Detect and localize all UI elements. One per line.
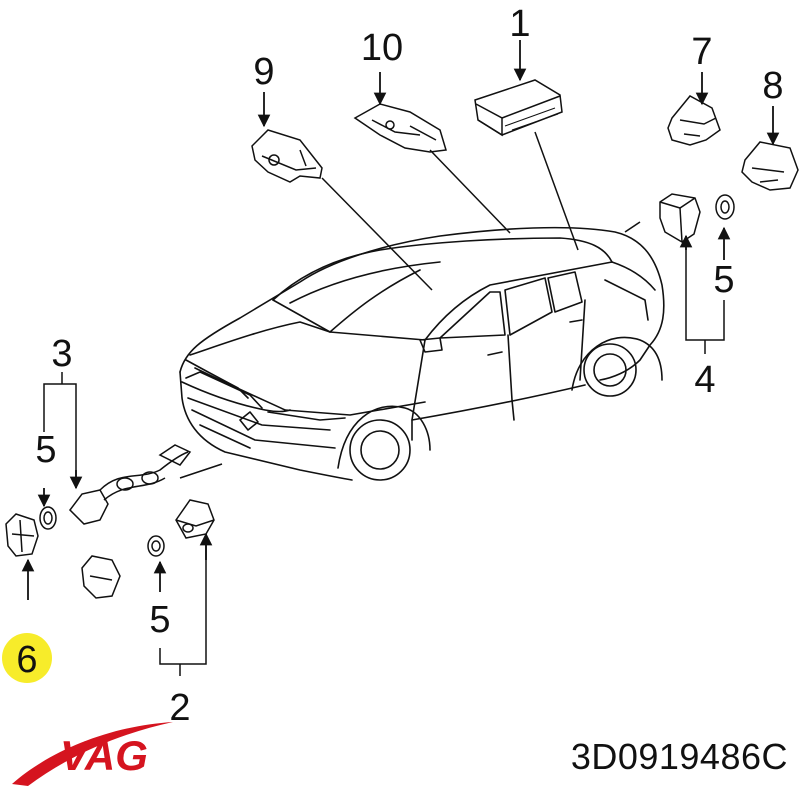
callout-7: 7	[691, 31, 712, 73]
part-number: 3D0919486C	[570, 736, 788, 777]
callout-6-highlight	[2, 633, 52, 683]
callout-5-lower: 5	[149, 599, 170, 641]
part-sensor-holder-6	[5, 513, 39, 557]
callout-arrows	[21, 40, 780, 600]
vag-logo: VAG	[12, 722, 173, 786]
part-sensor-2	[175, 499, 215, 539]
callout-9: 9	[253, 51, 274, 93]
part-seal-ring-5-lower	[147, 535, 165, 557]
callout-5-front: 5	[35, 429, 56, 471]
part-sensor-bracket-10	[353, 103, 447, 153]
callout-3: 3	[51, 333, 72, 375]
callout-6: 6	[16, 639, 37, 681]
logo-text: VAG	[60, 732, 148, 779]
callout-4: 4	[694, 359, 715, 401]
callout-10: 10	[361, 27, 403, 69]
part-sensor-holder-8	[741, 141, 799, 191]
part-bracket-front-lower	[81, 555, 121, 599]
part-sensor-bracket-9	[251, 129, 323, 183]
part-seal-ring-5-front	[39, 506, 57, 530]
car-illustration	[179, 226, 665, 481]
part-control-module	[474, 79, 563, 137]
callout-8: 8	[762, 65, 783, 107]
part-sensor-3-wiring	[69, 444, 192, 525]
logo-swoosh	[12, 722, 173, 786]
leader-lines	[43, 131, 725, 676]
part-sensor-holder-7	[667, 95, 721, 146]
part-seal-ring-5-rear	[715, 194, 735, 220]
callout-5-rear: 5	[713, 259, 734, 301]
part-sensor-4	[659, 193, 701, 243]
callout-2: 2	[169, 687, 190, 729]
callout-1: 1	[509, 3, 530, 45]
